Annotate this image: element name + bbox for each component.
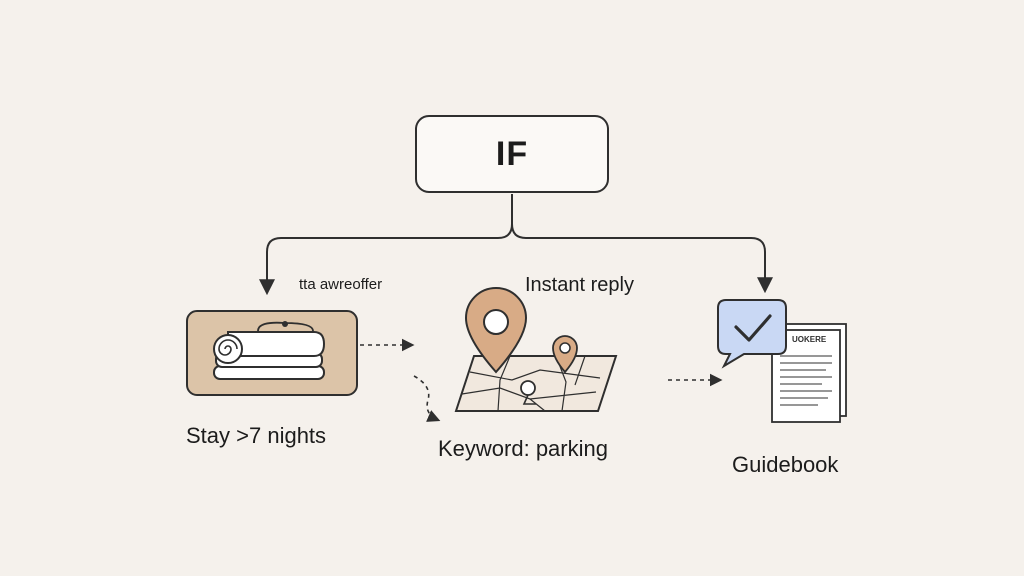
if-label: IF <box>495 134 529 173</box>
chat-check-icon <box>717 299 787 369</box>
branch-caption-3: Guidebook <box>732 452 839 477</box>
flow-arrows <box>360 338 723 422</box>
dashed-arrow-2 <box>413 375 441 422</box>
branch-caption-1: Stay >7 nights <box>186 423 327 448</box>
branch-caption-2: Keyword: parking <box>438 436 608 461</box>
connector-left <box>259 194 513 296</box>
branch-note-2: Instant reply <box>525 274 634 296</box>
towel-stack-icon <box>186 310 358 396</box>
connector-right <box>511 223 773 294</box>
if-condition-box: IF <box>415 115 609 193</box>
document-heading-text: UOKERE <box>792 335 827 344</box>
map-pin-icon <box>454 287 618 412</box>
document-icon: UOKERE <box>771 323 847 423</box>
branch-connectors <box>259 194 773 296</box>
branch-note-1: tta awreoffer <box>299 276 383 293</box>
